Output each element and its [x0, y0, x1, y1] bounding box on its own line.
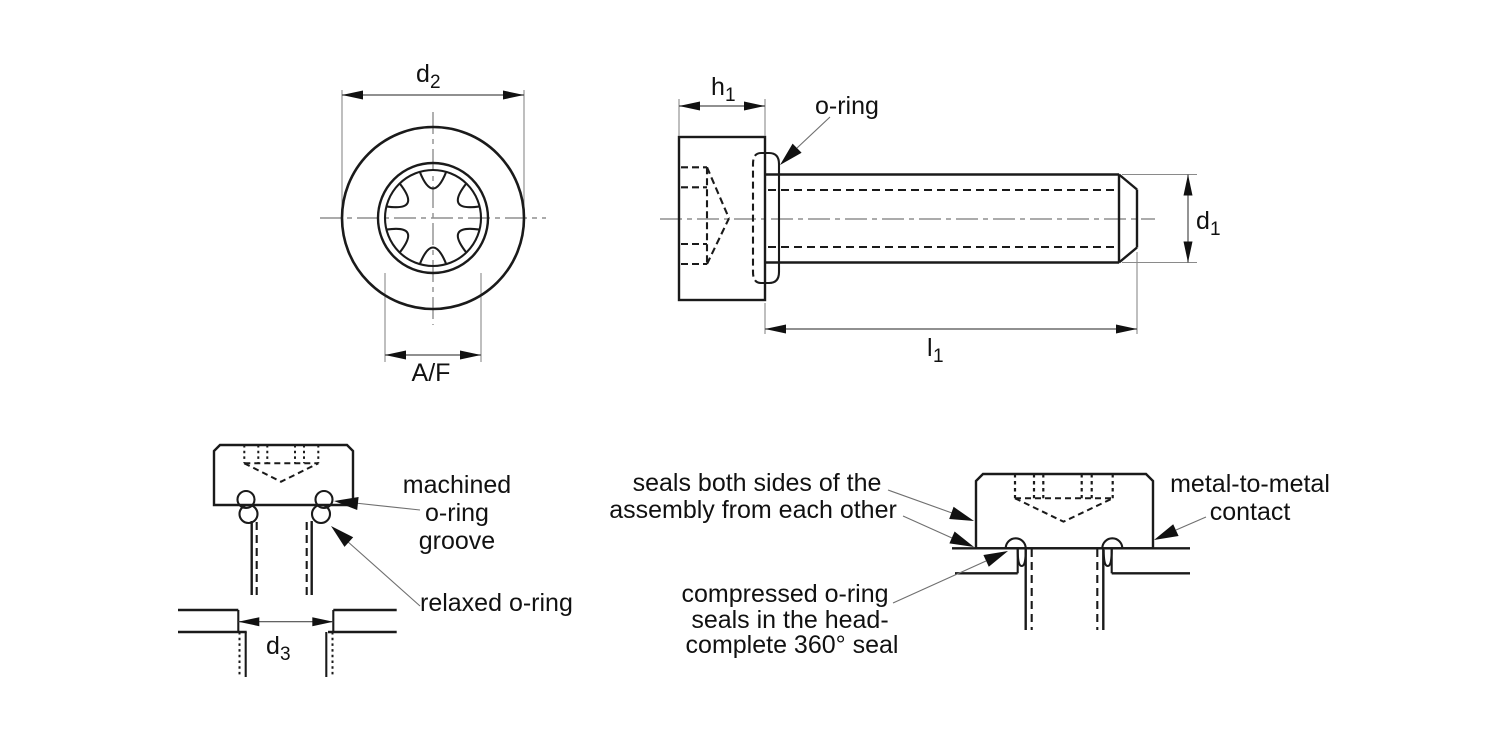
relaxed-oring-right	[310, 503, 332, 525]
dim-label-d3: d	[266, 632, 280, 660]
leader-arrowhead-compressed	[983, 551, 1008, 567]
compressed-oring-tail-right	[1102, 548, 1113, 568]
callout-compressed-oring: compressed o-ring seals in the head- com…	[681, 551, 1008, 659]
callout-seals-both-sides: seals both sides of the assembly from ea…	[609, 469, 974, 547]
shank-outline	[1024, 548, 1105, 630]
dimension-d3: d 3	[238, 617, 334, 665]
socket-cone-line	[1014, 497, 1114, 523]
arrowhead-right	[1116, 324, 1137, 334]
arrowhead-left	[238, 617, 260, 627]
callout-label-compressed-3: complete 360° seal	[686, 631, 899, 659]
leader-arrowhead-seals-lower	[949, 531, 974, 547]
chamfer-bottom-line	[1118, 246, 1138, 264]
dim-label-d1-subscript: 1	[1210, 219, 1221, 240]
dim-label-d2-subscript: 2	[430, 72, 441, 93]
arrowhead-down	[1183, 241, 1193, 263]
leader-line-relaxed-oring	[346, 540, 421, 607]
dimension-d1: d 1	[1122, 173, 1221, 264]
dim-label-d2: d	[416, 60, 430, 88]
callout-label-compressed-1: compressed o-ring	[681, 580, 888, 608]
socket-tip-circle	[383, 168, 483, 268]
hidden-socket-lines	[1013, 474, 1114, 523]
chamfer-top-line	[1118, 173, 1138, 191]
dimension-l1: l 1	[764, 252, 1138, 367]
oring-hidden-outline	[751, 151, 762, 285]
detail-view-relaxed: d 3 machined o-ring groove relaxed o-rin…	[178, 443, 573, 677]
relaxed-oring-left	[238, 503, 259, 525]
socket-cone-line	[243, 462, 319, 483]
oring-groove-left	[236, 489, 256, 510]
tapped-plate-section	[178, 608, 397, 677]
detail-view-seated: seals both sides of the assembly from ea…	[609, 469, 1330, 659]
oring-groove-right	[314, 489, 334, 510]
callout-label-seals-1: seals both sides of the	[633, 469, 882, 497]
socket-cone-line	[706, 166, 730, 219]
compressed-oring-dome-left	[1004, 537, 1027, 549]
screw-head-outline	[677, 135, 767, 302]
arrowhead-left	[342, 90, 363, 100]
dim-label-d3-subscript: 3	[280, 644, 291, 665]
socket-cone-line	[706, 217, 730, 265]
side-view: h 1 o-ring d 1 l 1	[660, 73, 1221, 367]
torx-recess-profile	[386, 171, 480, 265]
leader-arrowhead-relaxed-oring	[331, 526, 354, 547]
callout-label-metal-1: metal-to-metal	[1170, 470, 1330, 498]
leader-arrowhead-machined-groove	[334, 497, 359, 510]
socket-chamfer-circle	[376, 161, 490, 275]
compressed-oring-dome-right	[1101, 537, 1124, 549]
dim-label-h1-subscript: 1	[725, 85, 736, 106]
leader-arrowhead-metal	[1154, 524, 1179, 540]
callout-label-oring: o-ring	[815, 92, 879, 120]
callout-label-compressed-2: seals in the head-	[691, 606, 888, 634]
dim-label-af: A/F	[412, 359, 451, 387]
head-outer-circle	[340, 125, 526, 311]
arrowhead-left	[385, 350, 406, 360]
arrowhead-left	[679, 101, 700, 111]
callout-label-machined-2: o-ring	[425, 499, 489, 527]
leader-line-compressed	[892, 560, 987, 604]
front-view: d 2 A/F	[320, 60, 546, 387]
hidden-socket-lines	[681, 166, 730, 266]
dimension-h1: h 1	[678, 73, 766, 136]
callout-label-relaxed-oring: relaxed o-ring	[420, 589, 573, 617]
leader-line-metal	[1175, 516, 1207, 531]
leader-line-oring	[796, 116, 831, 149]
arrowhead-right	[744, 101, 765, 111]
dim-label-h1: h	[711, 73, 725, 101]
hidden-socket-lines	[243, 445, 320, 483]
callout-relaxed-oring: relaxed o-ring	[331, 526, 573, 617]
leader-line-seals-lower	[902, 515, 953, 539]
arrowhead-right	[312, 617, 334, 627]
dim-label-l1: l	[927, 334, 933, 362]
leader-arrowhead-oring	[780, 143, 802, 165]
arrowhead-up	[1183, 174, 1193, 196]
callout-label-machined-1: machined	[403, 471, 511, 499]
arrowhead-left	[765, 324, 786, 334]
head-section-outline	[212, 443, 355, 507]
arrowhead-right	[460, 350, 481, 360]
callout-label-seals-2: assembly from each other	[609, 496, 897, 524]
callout-metal-to-metal: metal-to-metal contact	[1154, 470, 1330, 540]
dimension-d2: d 2	[342, 60, 524, 100]
callout-machined-groove: machined o-ring groove	[334, 471, 511, 555]
dim-label-l1-subscript: 1	[933, 346, 944, 367]
leader-line-machined-groove	[354, 502, 421, 511]
leader-arrowhead-seals-upper	[949, 506, 974, 521]
arrowhead-right	[503, 90, 524, 100]
callout-label-metal-2: contact	[1210, 498, 1291, 526]
callout-oring: o-ring	[780, 92, 879, 165]
callout-label-machined-3: groove	[419, 527, 495, 555]
dimension-af: A/F	[385, 350, 481, 387]
leader-line-seals-upper	[887, 489, 953, 514]
oring-visible-outline	[761, 151, 781, 285]
head-section-outline	[974, 472, 1155, 550]
shank-outline	[765, 173, 1139, 264]
shank-outline	[250, 521, 313, 595]
dim-label-d1: d	[1196, 207, 1210, 235]
